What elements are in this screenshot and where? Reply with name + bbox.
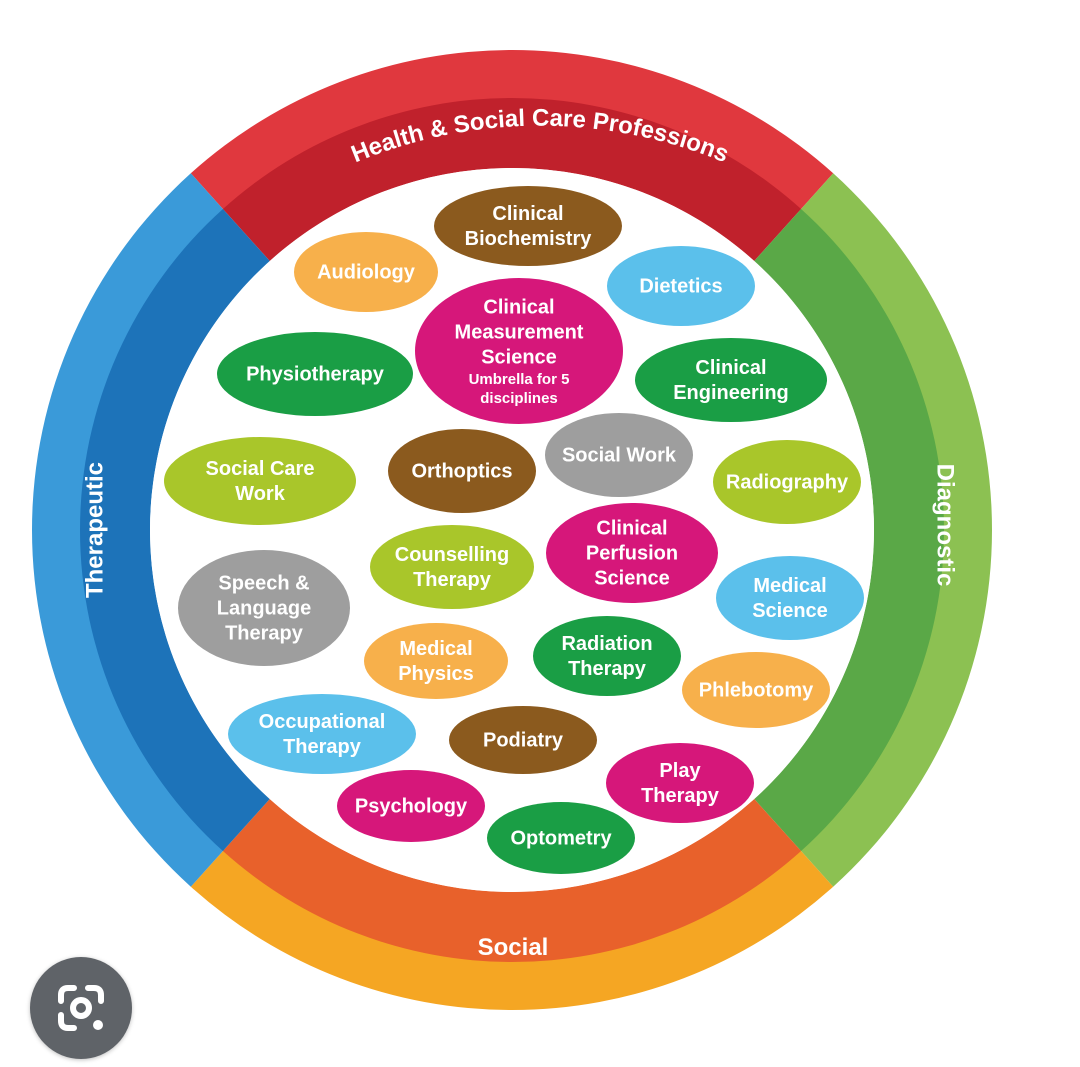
bubble-label: Engineering <box>673 382 789 404</box>
profession-bubbles: ClinicalBiochemistryAudiologyDieteticsCl… <box>164 186 864 874</box>
bubble-shape <box>533 616 681 696</box>
bubble-audiology: Audiology <box>294 232 438 312</box>
bubble-label: Physics <box>398 663 474 685</box>
bubble-label: Biochemistry <box>465 228 593 250</box>
bubble-label: Radiography <box>726 471 849 493</box>
bubble-sublabel: disciplines <box>480 390 558 407</box>
ring-segment-bottom <box>190 849 834 1011</box>
bubble-label: Psychology <box>355 795 468 817</box>
bubble-label: Therapy <box>568 658 647 680</box>
bubble-shape <box>337 770 485 842</box>
bubble-shape <box>415 278 623 424</box>
bubble-shape <box>217 332 413 416</box>
bubble-label: Therapy <box>225 622 304 644</box>
bubble-label: Therapy <box>641 785 720 807</box>
bubble-optometry: Optometry <box>487 802 635 874</box>
bubble-psychology: Psychology <box>337 770 485 842</box>
bubble-shape <box>635 338 827 422</box>
bubble-label: Science <box>752 600 828 622</box>
bubble-shape <box>545 413 693 497</box>
bubble-label: Medical <box>399 638 472 660</box>
bubble-label: Clinical <box>695 357 766 379</box>
bubble-shape <box>164 437 356 525</box>
bubble-sublabel: Umbrella for 5 <box>469 371 570 388</box>
bubble-label: Physiotherapy <box>246 363 385 385</box>
bubble-label: Clinical <box>596 517 667 539</box>
bubble-label: Orthoptics <box>411 460 512 482</box>
bubble-label: Clinical <box>483 296 554 318</box>
bubble-label: Language <box>217 597 311 619</box>
bubble-label: Therapy <box>413 569 492 591</box>
bubble-shape <box>607 246 755 326</box>
bubble-label: Phlebotomy <box>699 679 814 701</box>
bubble-radiography: Radiography <box>713 440 861 524</box>
ring-segment-top-inner <box>222 98 802 261</box>
bubble-label: Science <box>481 346 557 368</box>
bubble-shape <box>606 743 754 823</box>
ring-center <box>150 168 874 892</box>
bubble-label: Measurement <box>455 321 584 343</box>
bubble-label: Radiation <box>561 633 652 655</box>
bubble-label: Counselling <box>395 544 509 566</box>
bubble-shape <box>228 694 416 774</box>
bubble-label: Optometry <box>510 827 612 849</box>
bubble-label: Perfusion <box>586 542 678 564</box>
bubble-shape <box>487 802 635 874</box>
bubble-label: Social Care <box>206 458 315 480</box>
bubble-phlebotomy: Phlebotomy <box>682 652 830 728</box>
bubble-label: Dietetics <box>639 275 722 297</box>
bubble-label: Audiology <box>317 261 416 283</box>
bubble-shape <box>434 186 622 266</box>
bubble-shape <box>449 706 597 774</box>
bubble-shape <box>370 525 534 609</box>
bubble-shape <box>682 652 830 728</box>
bubble-label: Social Work <box>562 444 677 466</box>
ring-segment-right-inner <box>754 208 944 852</box>
ring-segment-left-inner <box>80 208 270 852</box>
bubble-label: Play <box>659 760 701 782</box>
bubble-shape <box>713 440 861 524</box>
bubble-social-work: Social Work <box>545 413 693 497</box>
bubble-dietetics: Dietetics <box>607 246 755 326</box>
bubble-shape <box>388 429 536 513</box>
lens-scan-icon <box>58 985 104 1031</box>
bubble-label: Science <box>594 567 670 589</box>
bubble-label: Podiatry <box>483 729 564 751</box>
bubble-physiotherapy: Physiotherapy <box>217 332 413 416</box>
ring-label-right: Diagnostic <box>932 464 959 587</box>
bubble-label: Occupational <box>259 711 386 733</box>
bubble-label: Speech & <box>218 572 309 594</box>
ring-segment-left <box>32 173 225 887</box>
bubble-podiatry: Podiatry <box>449 706 597 774</box>
bubble-label: Clinical <box>492 203 563 225</box>
bubble-shape <box>716 556 864 640</box>
bubble-label: Medical <box>753 575 826 597</box>
ring-segment-bottom-inner <box>222 799 802 962</box>
bubble-shape <box>178 550 350 666</box>
ring-label-left: Therapeutic <box>81 462 108 598</box>
ring-segment-right <box>799 173 993 887</box>
ring-segment-top <box>190 49 834 211</box>
bubble-label: Work <box>235 483 286 505</box>
bubble-shape <box>546 503 718 603</box>
bubble-label: Therapy <box>283 736 362 758</box>
bubble-orthoptics: Orthoptics <box>388 429 536 513</box>
lens-search-button[interactable] <box>30 957 132 1059</box>
ring-label-bottom: Social <box>478 934 549 961</box>
bubble-shape <box>364 623 508 699</box>
bubble-shape <box>294 232 438 312</box>
